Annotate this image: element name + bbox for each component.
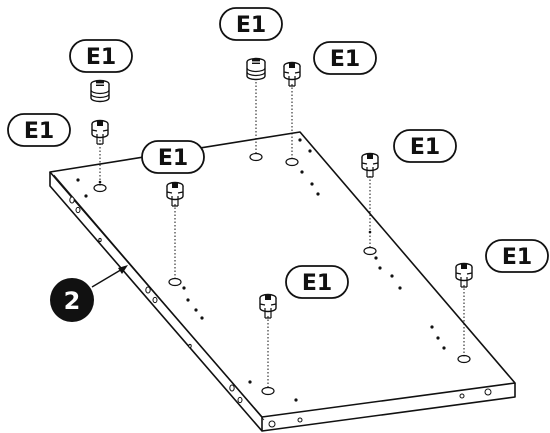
callout-e1-far-right: E1 (485, 239, 549, 273)
cam-fitting-3 (246, 57, 266, 81)
callout-e1-top-center: E1 (219, 7, 283, 41)
dowel-holes (76, 138, 446, 402)
callout-e1-left: E1 (7, 113, 71, 147)
callout-label: E1 (24, 119, 54, 144)
cam-fitting-6 (361, 152, 379, 178)
callout-e1-mid-right: E1 (393, 129, 457, 163)
callout-label: E1 (502, 245, 532, 270)
callout-label: E1 (410, 135, 440, 160)
part-number-label: 2 (64, 287, 81, 315)
callout-e1-top-left: E1 (69, 39, 133, 73)
callout-label: E1 (330, 47, 360, 72)
callout-label: E1 (86, 45, 116, 70)
cam-fitting-4 (283, 61, 301, 87)
edge-holes (69, 196, 492, 428)
callout-label: E1 (236, 13, 266, 38)
callout-label: E1 (158, 146, 188, 171)
part-number-marker: 2 (50, 265, 128, 322)
pointer-arrow-icon (118, 265, 128, 274)
cam-holes (93, 152, 471, 396)
callout-e1-mid-left: E1 (141, 140, 205, 174)
cam-fitting-1 (90, 79, 110, 103)
callout-label: E1 (302, 271, 332, 296)
callout-e1-center: E1 (285, 265, 349, 299)
cam-fitting-8 (455, 262, 473, 288)
board-panel (49, 131, 516, 432)
callout-e1-top-right: E1 (313, 41, 377, 75)
guide-lines (99, 82, 465, 389)
